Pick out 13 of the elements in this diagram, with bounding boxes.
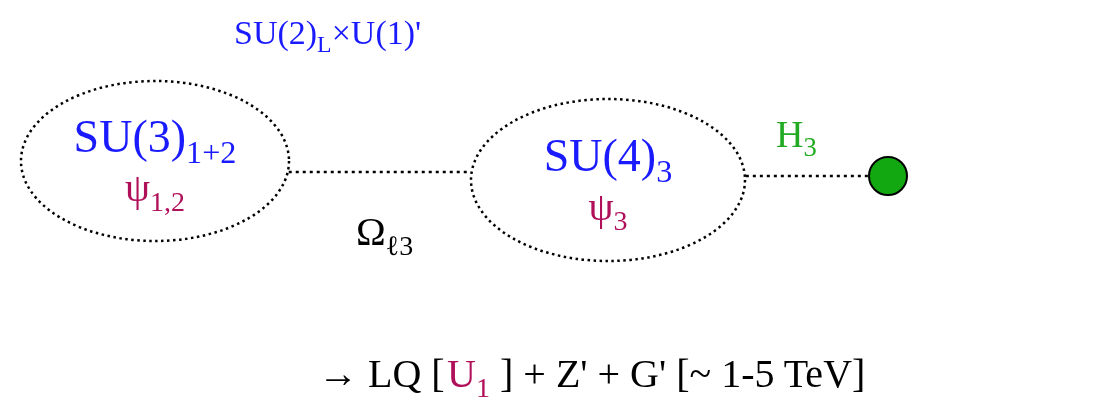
circle-node — [868, 156, 908, 196]
connector-line — [745, 174, 868, 178]
leptoquark-label: U$_{1}$ — [447, 352, 490, 396]
ellipse-node — [20, 80, 290, 242]
group-label: SU(4)$_{3}$ — [543, 130, 673, 182]
ellipse-node — [470, 98, 746, 262]
edge-label: H$_{3}$ — [776, 114, 817, 156]
group-label: SU(3)$_{1+2}$ — [73, 111, 237, 163]
edge-label: Ω$_{ℓ3}$ — [356, 210, 414, 254]
group-label: SU(2)$_{L}$×U(1)' — [234, 14, 422, 52]
result-text: ] + Z' + G' [~ 1-5 TeV] — [500, 352, 866, 396]
result-text: → LQ [ — [318, 352, 445, 396]
field-label: ψ$_{3}$ — [588, 185, 628, 230]
